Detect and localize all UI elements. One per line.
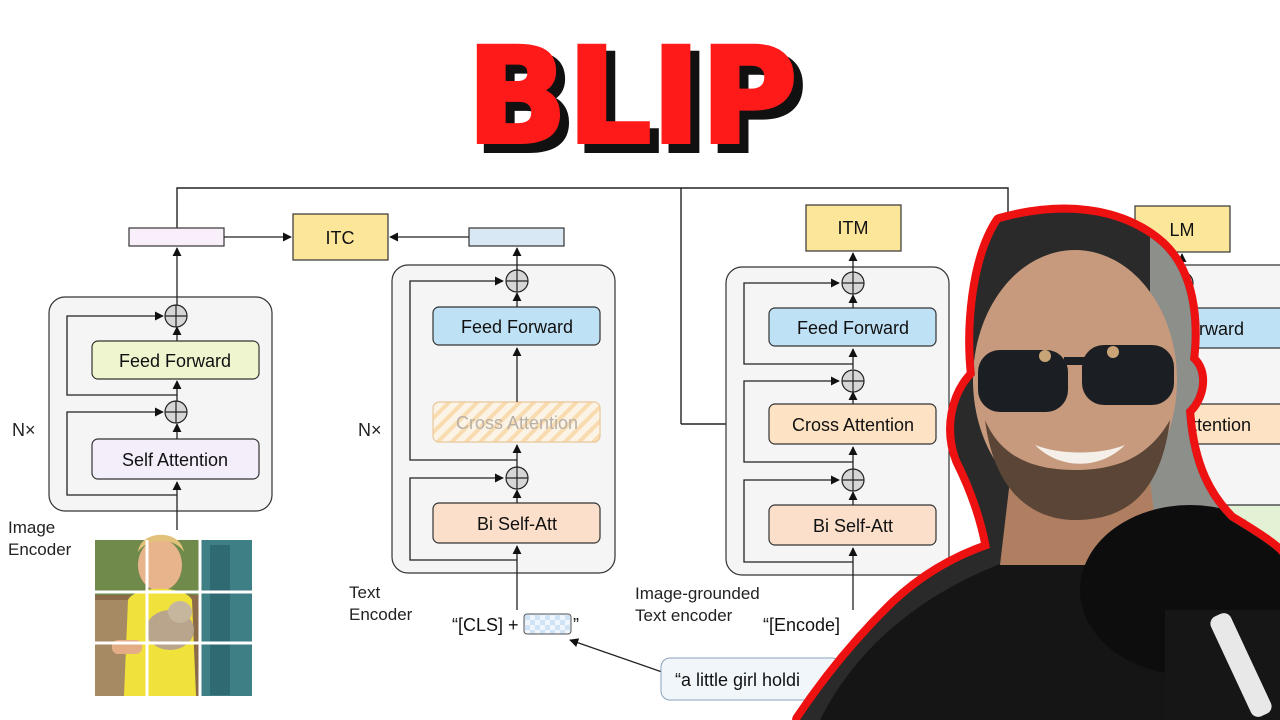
caption-arrow: [569, 638, 663, 673]
itm-box: [805, 204, 902, 252]
text-feed-forward-label: Feed Forward: [461, 317, 573, 337]
image-encoder-caption-line1: Image: [8, 518, 55, 537]
text-token-placeholder: [523, 613, 572, 635]
grounded-cross-attention-label: Cross Attention: [792, 415, 914, 435]
lm-label: LM: [1169, 220, 1194, 240]
image-embedding-bar: [128, 227, 225, 247]
image-feed-forward-box: [91, 340, 260, 380]
plus-icon: [164, 400, 188, 424]
plus-icon: [505, 269, 529, 293]
grounded-encoder-caption-line2: Text encoder: [635, 606, 733, 625]
image-self-attention-label: Self Attention: [122, 450, 228, 470]
text-embedding-bar: [468, 227, 565, 247]
text-encoder: Feed Forward Cross Attention Bi Self-Att…: [349, 227, 616, 635]
plus-icon: [841, 369, 865, 393]
title-shadow: BLIP: [475, 28, 806, 178]
grounded-encoder-caption-line1: Image-grounded: [635, 584, 760, 603]
decoder-feed-forward-label: rward: [1199, 319, 1244, 339]
image-encoder: Feed Forward Self Attention N× Image Enc…: [8, 227, 292, 696]
text-encoder-caption-line2: Encoder: [349, 605, 413, 624]
plus-icon: [841, 271, 865, 295]
image-encoder-caption-line2: Encoder: [8, 540, 72, 559]
image-grounded-text-encoder: ITM Feed Forward Cross Attention Bi Self…: [635, 204, 950, 635]
grounded-bi-self-att-label: Bi Self-Att: [813, 516, 893, 536]
image-feed-forward-label: Feed Forward: [119, 351, 231, 371]
itc-label: ITC: [326, 228, 355, 248]
plus-icon: [164, 304, 188, 328]
input-photo: [95, 534, 252, 696]
title-text: BLIP: [467, 20, 798, 174]
itc-box: [292, 213, 389, 261]
text-encoder-repeat-label: N×: [358, 420, 382, 440]
itm-label: ITM: [838, 218, 869, 238]
decoder-cross-attention-label: ttention: [1192, 415, 1251, 435]
text-cross-attention-label: Cross Attention: [456, 413, 578, 433]
text-input-suffix: ”: [573, 615, 579, 635]
caption-text: “a little girl holdi: [675, 670, 800, 690]
plus-icon: [505, 466, 529, 490]
page-title: BLIP BLIP: [465, 18, 809, 178]
grounded-input-text: “[Encode]: [763, 615, 840, 635]
text-input-prefix: “[CLS] +: [452, 615, 519, 635]
text-bi-self-att-label: Bi Self-Att: [477, 514, 557, 534]
image-encoder-repeat-label: N×: [12, 420, 36, 440]
text-encoder-caption-line1: Text: [349, 583, 380, 602]
grounded-feed-forward-label: Feed Forward: [797, 318, 909, 338]
plus-icon: [841, 468, 865, 492]
image-self-attention-box: [91, 438, 260, 480]
